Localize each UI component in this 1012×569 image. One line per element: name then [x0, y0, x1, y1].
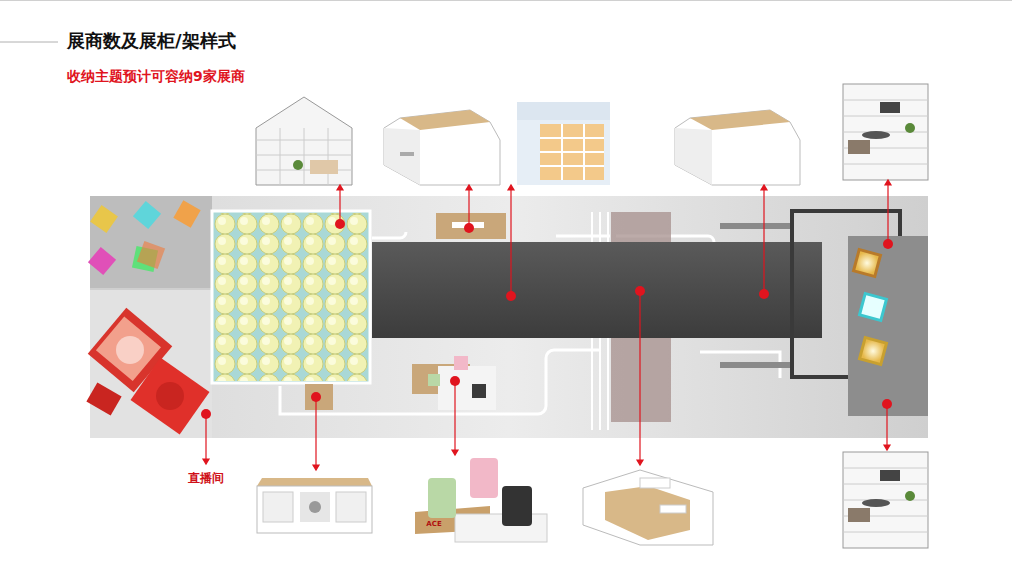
display-counter — [257, 478, 372, 533]
plan-booths — [305, 213, 506, 410]
top-rule — [0, 0, 1012, 1]
shelf-photo — [517, 102, 610, 185]
wall-shelf — [843, 452, 928, 548]
floor-plan — [90, 196, 928, 438]
area-label: 直播间 — [188, 470, 224, 487]
luggage-stand — [415, 458, 547, 542]
house-shelf — [256, 97, 352, 185]
page-title: 展商数及展柜/架样式 — [67, 29, 236, 53]
stepped-counter — [675, 110, 800, 185]
stepped-counter — [384, 110, 500, 185]
wall-shelf — [843, 84, 928, 180]
ball-pit — [212, 211, 370, 383]
leader-lines — [201, 180, 893, 470]
title-rule — [0, 42, 58, 43]
live-room — [86, 308, 209, 435]
light-boxes — [88, 200, 201, 275]
light-boxes-right — [854, 250, 887, 365]
stepped-cabinet — [583, 470, 713, 545]
subtitle-note: 收纳主题预计可容纳9家展商 — [67, 68, 245, 86]
brand-mark: ACE — [426, 520, 441, 528]
